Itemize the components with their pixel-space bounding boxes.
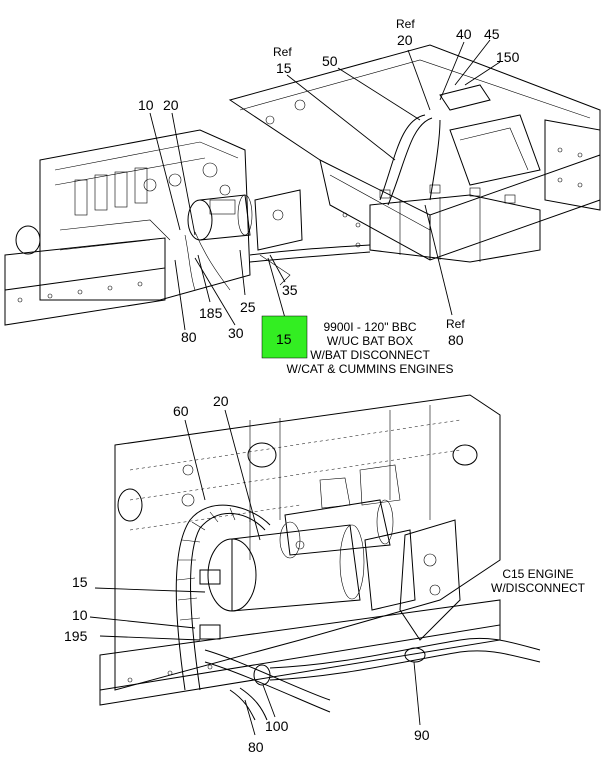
note-top-line-4: W/CAT & CUMMINS ENGINES [287, 362, 454, 376]
callout-bottom-15: 15 [72, 574, 88, 590]
leaders-bottom [89, 409, 421, 736]
note-bottom-line-1: C15 ENGINE [502, 567, 573, 581]
cables-top [184, 114, 441, 291]
callout-bottom-60: 60 [173, 403, 189, 419]
harness-bottom [175, 504, 541, 721]
bottom-illustration: 60 20 15 10 195 80 100 90 C15 ENGINE W/D… [64, 393, 586, 755]
battery-box [228, 44, 601, 263]
callouts-top: Ref 15 Ref 20 50 40 45 150 10 20 25 35 8… [138, 17, 520, 348]
callout-ref-80-word: Ref [446, 317, 465, 331]
highlight-box[interactable] [261, 315, 308, 359]
callout-ref-20-number: 20 [397, 32, 413, 48]
callout-ref-80-number: 80 [448, 332, 464, 348]
callout-25: 25 [240, 299, 256, 315]
callout-ref-15-number: 15 [276, 60, 292, 76]
top-illustration: Ref 15 Ref 20 50 40 45 150 10 20 25 35 8… [4, 17, 601, 376]
callout-ref-15-word: Ref [273, 45, 292, 59]
callout-10: 10 [138, 97, 154, 113]
engine-block-bottom [114, 394, 501, 691]
note-bottom-line-2: W/DISCONNECT [491, 581, 586, 595]
callout-bottom-195: 195 [64, 628, 88, 644]
callout-bottom-10: 10 [72, 607, 88, 623]
callout-80: 80 [181, 329, 197, 345]
callout-35: 35 [282, 282, 298, 298]
starter-motor-bottom [207, 499, 416, 612]
callout-150: 150 [496, 49, 520, 65]
callout-40: 40 [456, 26, 472, 42]
frame-rail-top [4, 225, 166, 326]
starter-motor-top [187, 194, 253, 241]
callout-185: 185 [199, 305, 223, 321]
callout-bottom-90: 90 [414, 727, 430, 743]
callouts-bottom: 60 20 15 10 195 80 100 90 [64, 393, 430, 755]
note-top-line-2: W/UC BAT BOX [327, 334, 413, 348]
highlighted-part-15[interactable]: 15 [261, 315, 308, 359]
callout-30: 30 [228, 325, 244, 341]
callout-bottom-20: 20 [213, 393, 229, 409]
bracket-bottom [399, 519, 461, 641]
callout-bottom-80: 80 [248, 739, 264, 755]
note-top-line-1: 9900I - 120" BBC [324, 320, 417, 334]
bracket-top [254, 189, 303, 286]
note-top-line-3: W/BAT DISCONNECT [310, 348, 430, 362]
callout-50: 50 [322, 53, 338, 69]
callout-bottom-100: 100 [265, 718, 289, 734]
leaders-top [149, 39, 501, 331]
highlight-label[interactable]: 15 [276, 331, 292, 347]
callout-45: 45 [484, 26, 500, 42]
note-top: 9900I - 120" BBC W/UC BAT BOX W/BAT DISC… [287, 320, 454, 376]
callout-20: 20 [163, 97, 179, 113]
callout-ref-20-word: Ref [396, 17, 415, 31]
frame-rail-bottom [99, 599, 501, 706]
note-bottom: C15 ENGINE W/DISCONNECT [491, 567, 586, 595]
